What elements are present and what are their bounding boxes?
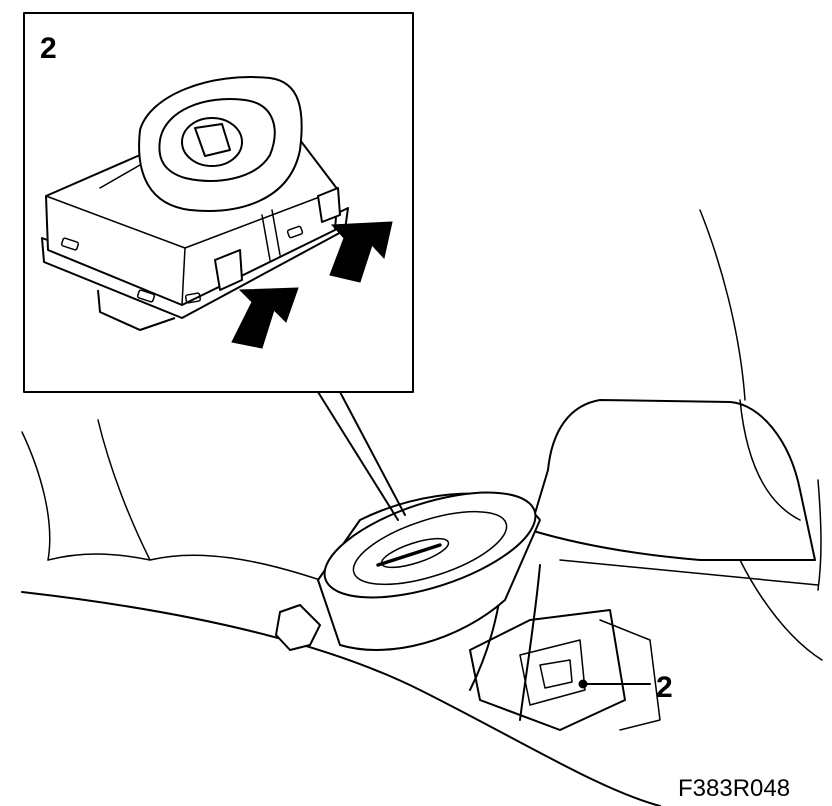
inset-leader-line	[317, 391, 399, 521]
latch-right	[317, 187, 341, 223]
detail-inset: 2	[23, 12, 414, 393]
ignition-switch-housing	[317, 491, 541, 651]
arrow-left-icon	[231, 287, 299, 349]
dashboard-edge	[21, 591, 661, 806]
arrow-right-icon	[329, 221, 393, 283]
seat-outline-left	[21, 419, 321, 581]
vehicle-interior-scene: 2	[21, 209, 823, 806]
callout-dot	[578, 679, 588, 689]
steering-column-shroud	[529, 399, 816, 561]
inset-callout-label: 2	[40, 32, 57, 65]
latch-left	[214, 249, 243, 291]
lower-bracket	[469, 609, 626, 731]
main-callout-label: 2	[656, 671, 673, 704]
clip-left	[275, 604, 321, 651]
figure-code: F383R048	[678, 775, 790, 802]
